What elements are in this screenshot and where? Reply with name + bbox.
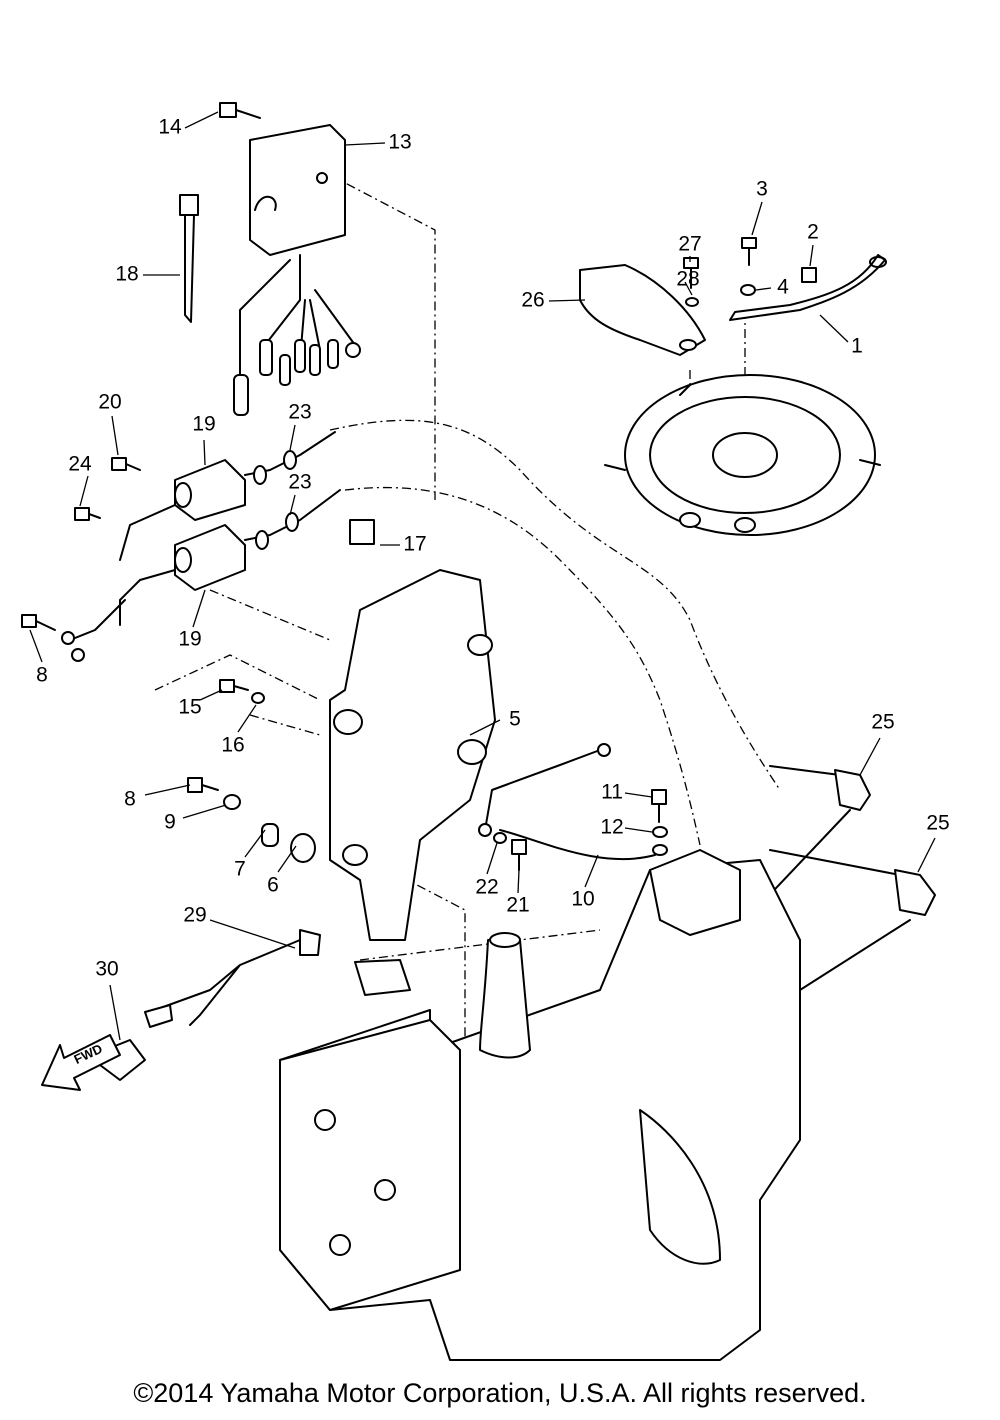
callout-5: 5	[509, 708, 521, 731]
callout-12: 12	[600, 816, 623, 839]
callout-8a: 8	[36, 664, 48, 687]
callout-labels: 14 13 18 3 2 27 28 4 26 1 20 19 23 24 23…	[36, 116, 950, 981]
callout-9: 9	[164, 811, 176, 834]
callout-30: 30	[95, 958, 118, 981]
callout-15: 15	[178, 696, 201, 719]
callout-10: 10	[571, 888, 594, 911]
callout-25b: 25	[926, 812, 949, 835]
callout-23a: 23	[288, 401, 311, 424]
callout-19a: 19	[192, 413, 215, 436]
bolt-14-part	[219, 102, 261, 119]
callout-20: 20	[98, 391, 121, 414]
callout-23b: 23	[288, 471, 311, 494]
small-bolts	[683, 237, 757, 307]
pulser-bracket-26	[579, 264, 706, 356]
callout-26: 26	[521, 289, 544, 312]
ignition-coil-lower	[61, 489, 341, 662]
callout-4: 4	[777, 276, 789, 299]
callout-14: 14	[158, 116, 182, 139]
copyright-notice: ©2014 Yamaha Motor Corporation, U.S.A. A…	[133, 1378, 867, 1408]
callout-19b: 19	[178, 628, 201, 651]
callout-7: 7	[234, 858, 246, 881]
ground-wire-10	[478, 743, 668, 871]
washers-bolts-15-16-9-8	[187, 679, 316, 863]
ignition-coil-upper	[174, 431, 336, 521]
callout-28: 28	[676, 268, 699, 291]
callout-2: 2	[807, 221, 819, 244]
callout-29: 29	[183, 904, 206, 927]
bracket-part-5	[329, 519, 496, 941]
callout-18: 18	[115, 263, 138, 286]
engine-block-part	[279, 849, 801, 1361]
callout-11: 11	[601, 781, 623, 804]
callout-22: 22	[475, 876, 498, 899]
stator-base-part	[604, 374, 881, 536]
callout-6: 6	[267, 874, 279, 897]
callout-1: 1	[851, 335, 863, 358]
callout-17: 17	[403, 533, 426, 556]
callout-21: 21	[506, 894, 529, 917]
callout-16: 16	[221, 734, 244, 757]
cable-tie-part	[179, 194, 199, 323]
callout-13: 13	[388, 131, 411, 154]
cdi-unit-part	[233, 124, 361, 416]
callout-24: 24	[68, 453, 92, 476]
leader-lines	[29, 111, 936, 1041]
callout-8b: 8	[124, 788, 136, 811]
callout-27: 27	[678, 233, 701, 256]
callout-25a: 25	[871, 711, 894, 734]
callout-3: 3	[756, 178, 768, 201]
bolts-20-24-8	[21, 457, 141, 631]
pulser-coil-1	[729, 254, 887, 321]
